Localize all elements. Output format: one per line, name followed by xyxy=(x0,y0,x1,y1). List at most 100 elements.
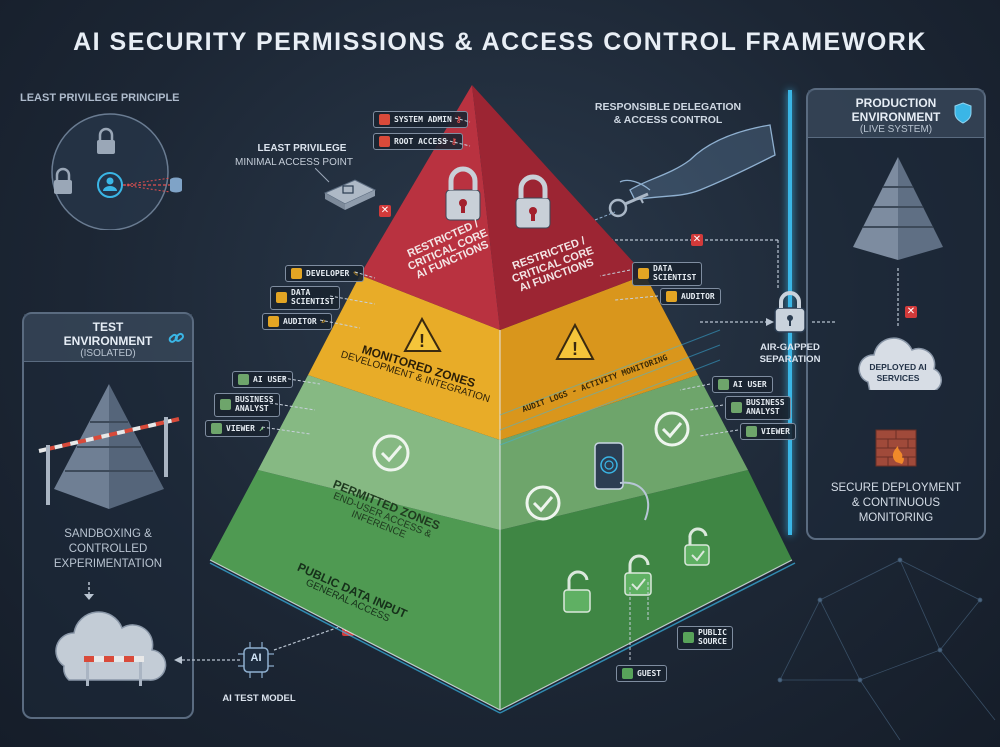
test-model-connector xyxy=(174,624,346,664)
role-label: DATA xyxy=(653,264,673,273)
production-subtitle: (LIVE SYSTEM) xyxy=(859,124,933,135)
user-icon xyxy=(666,291,677,302)
test-environment-title-2: ENVIRONMENT xyxy=(63,334,153,348)
magnifier-icon: ⌕ xyxy=(320,317,326,326)
prod-desc-2: & CONTINUOUS xyxy=(851,497,941,509)
role-label: VIEWER xyxy=(761,427,790,436)
padlock-icon xyxy=(774,291,806,333)
role-label: ANALYST xyxy=(746,406,780,416)
role-tag-ai-user-right: AI USER xyxy=(712,376,773,393)
role-label: AUDITOR xyxy=(681,292,715,301)
monitored-tier-right xyxy=(500,275,698,440)
production-title-2: ENVIRONMENT xyxy=(851,110,941,124)
role-label: GUEST xyxy=(637,669,662,678)
test-environment-title-1: TEST xyxy=(92,320,124,334)
sandbox-cloud-icon xyxy=(55,611,167,686)
ai-chip-text: AI xyxy=(250,652,262,664)
user-icon xyxy=(731,402,742,414)
firewall-icon xyxy=(875,429,917,467)
user-icon xyxy=(379,136,390,147)
chain-link-icon xyxy=(168,332,184,343)
role-tag-ai-user-left: AI USER xyxy=(232,371,293,388)
cloud-icon xyxy=(858,337,942,390)
role-label: SCIENTIST xyxy=(653,272,697,282)
permitted-tier-left xyxy=(258,375,500,530)
role-tag-viewer-right: VIEWER xyxy=(740,423,796,440)
key-icon: ⚷ xyxy=(455,115,462,124)
monitored-tier-left xyxy=(308,275,500,440)
role-label: AI USER xyxy=(733,380,767,389)
hand-with-key-icon xyxy=(594,124,776,221)
air-gap-line2: SEPARATION xyxy=(759,354,821,365)
user-icon xyxy=(220,399,231,411)
test-env-desc-3: EXPERIMENTATION xyxy=(53,558,163,570)
unlock-icon xyxy=(624,554,652,596)
role-tag-root-access: ROOT ACCESS⚷ xyxy=(373,133,463,150)
role-label: DEVELOPER xyxy=(306,269,350,278)
prod-desc-1: SECURE DEPLOYMENT xyxy=(830,482,962,494)
sandbox-pyramid-icon xyxy=(38,384,180,509)
lock-icon xyxy=(445,166,481,221)
restricted-tier-left xyxy=(360,85,500,330)
lock-icon xyxy=(515,174,551,229)
role-label: SCIENTIST xyxy=(291,296,335,306)
globe-icon xyxy=(683,632,694,644)
denied-x-icon: ✕ xyxy=(905,306,917,318)
user-icon xyxy=(291,268,302,279)
ai-chip-icon xyxy=(238,642,274,678)
role-tag-auditor-right: AUDITOR xyxy=(660,288,721,305)
test-environment-panel: TEST ENVIRONMENT (ISOLATED) SANDBOXING &… xyxy=(22,312,194,719)
test-environment-header: TEST ENVIRONMENT (ISOLATED) xyxy=(24,314,192,362)
cloud-label-1: DEPLOYED AI xyxy=(869,362,927,372)
check-icon xyxy=(525,485,561,521)
svg-text:!: ! xyxy=(419,331,425,351)
role-tag-guest: GUEST xyxy=(616,665,668,682)
prod-desc-3: MONITORING xyxy=(858,512,934,524)
role-tag-auditor-left: AUDITOR⌕ xyxy=(262,313,332,330)
user-icon xyxy=(211,423,222,434)
role-label: AUDITOR xyxy=(283,317,317,326)
test-env-desc-2: CONTROLLED xyxy=(68,543,148,555)
user-icon xyxy=(718,379,729,390)
role-label: BUSINESS xyxy=(235,395,274,404)
role-label: PUBLIC xyxy=(698,628,727,637)
unlock-icon xyxy=(563,570,591,613)
role-label: SOURCE xyxy=(698,636,727,646)
user-icon xyxy=(638,268,649,280)
production-environment-panel: PRODUCTION ENVIRONMENT (LIVE SYSTEM) ✕ D… xyxy=(806,88,986,540)
least-privilege-point-subtitle: MINIMAL ACCESS POINT xyxy=(235,157,353,168)
air-gap-line1: AIR-GAPPED xyxy=(760,342,820,353)
role-label: ROOT ACCESS xyxy=(394,137,447,146)
shield-icon xyxy=(954,102,972,124)
globe-icon xyxy=(622,668,633,679)
production-title-1: PRODUCTION xyxy=(855,96,937,110)
access-point-device-icon xyxy=(315,168,377,210)
check-icon xyxy=(654,411,690,447)
role-label: SYSTEM ADMIN xyxy=(394,115,452,124)
user-icon xyxy=(276,292,287,304)
key-icon: ⚷ xyxy=(450,137,457,146)
arrow-down-icon xyxy=(84,582,94,600)
role-tag-developer: DEVELOPER✎ xyxy=(285,265,365,282)
role-label: VIEWER xyxy=(226,424,255,433)
user-icon xyxy=(746,426,757,437)
test-environment-subtitle: (ISOLATED) xyxy=(80,348,136,359)
warning-icon: ! xyxy=(403,316,442,352)
delegation-line2: & ACCESS CONTROL xyxy=(613,114,723,126)
role-label: ANALYST xyxy=(235,403,269,413)
role-label: BUSINESS xyxy=(746,398,785,407)
role-label: DATA xyxy=(291,288,311,297)
role-tag-viewer-left: VIEWER↗ xyxy=(205,420,270,437)
lock-icon xyxy=(97,127,115,154)
unlock-icon xyxy=(684,527,710,566)
permitted-tier-right xyxy=(500,375,748,530)
least-privilege-point-title: LEAST PRIVILEGE xyxy=(257,143,347,154)
chart-icon: ↗ xyxy=(258,424,264,433)
page-title: AI SECURITY PERMISSIONS & ACCESS CONTROL… xyxy=(73,28,927,56)
test-env-desc-1: SANDBOXING & xyxy=(64,528,152,540)
production-environment-header: PRODUCTION ENVIRONMENT (LIVE SYSTEM) xyxy=(808,90,984,138)
production-pyramid-icon xyxy=(853,157,943,260)
